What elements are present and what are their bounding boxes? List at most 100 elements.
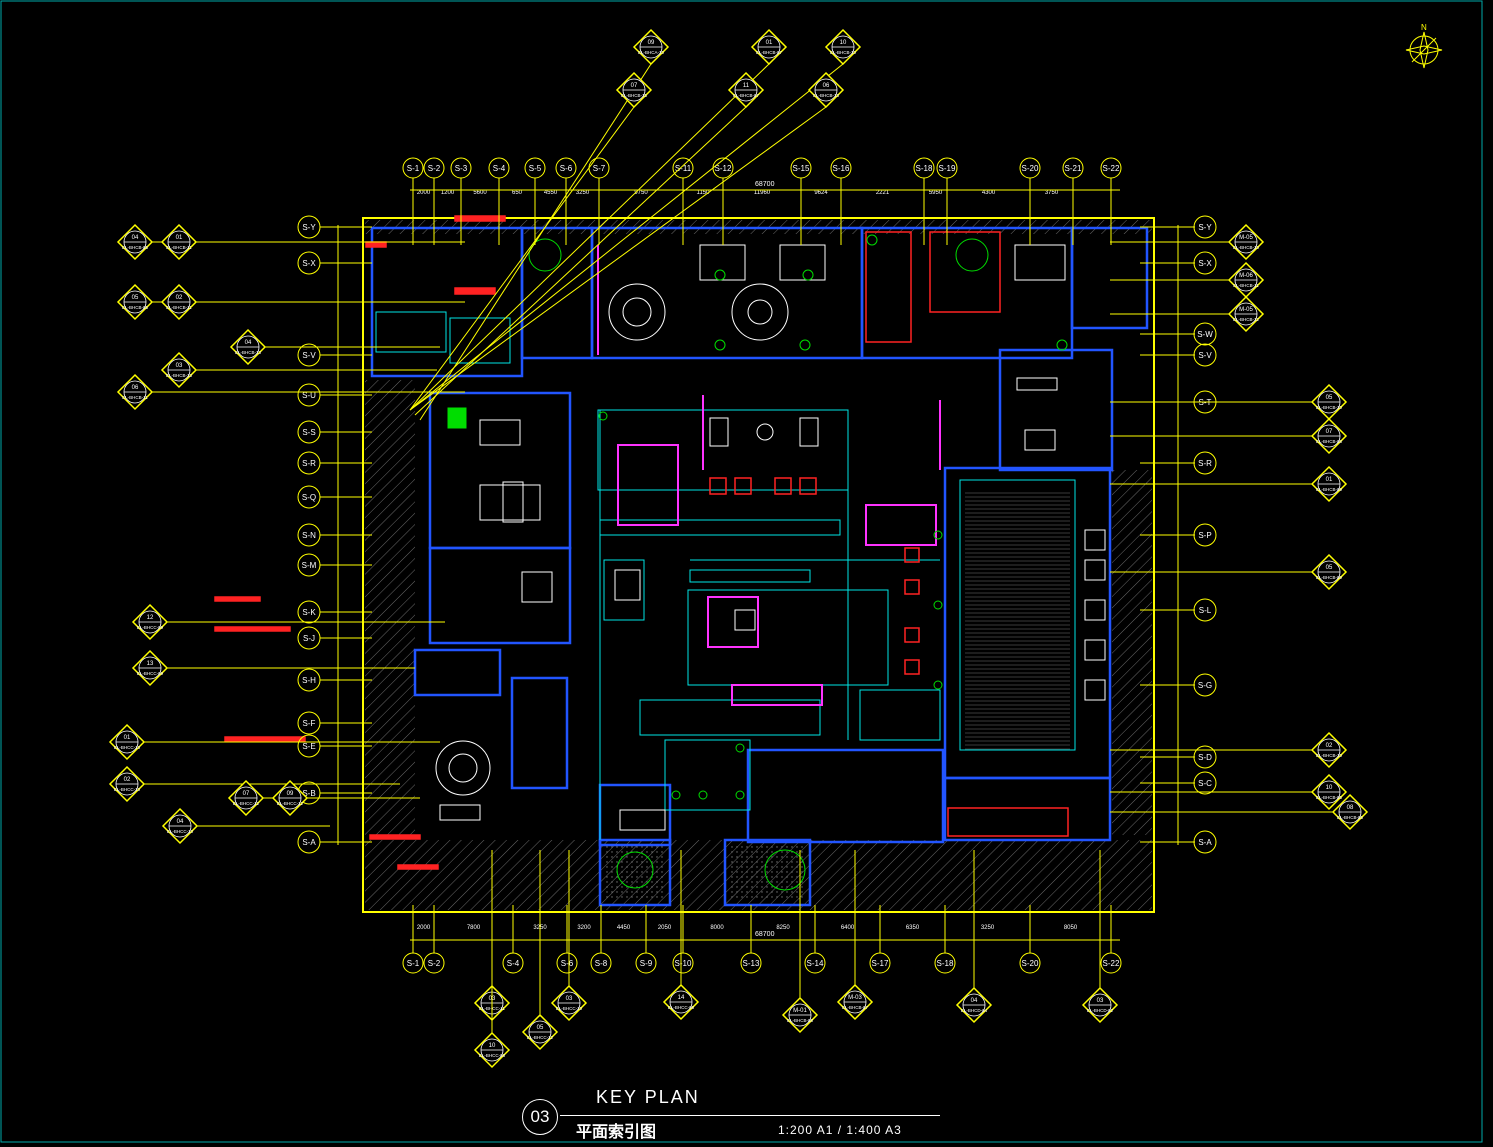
title-chinese: 平面索引图 xyxy=(576,1124,657,1141)
callout-reference: EL-BHCC-10 xyxy=(114,745,141,750)
grid-label-left: S-H xyxy=(302,676,316,685)
callout-reference: EL-BHCC-09 xyxy=(137,625,164,630)
callout-reference: EL-BHCC-12 xyxy=(527,1035,554,1040)
grid-label-left: S-R xyxy=(302,459,316,468)
callout-number: 10 xyxy=(489,1043,496,1049)
overall-dimension-top: 68700 xyxy=(755,181,775,188)
dimension-text-bottom: 8050 xyxy=(1064,925,1078,931)
grid-bubble xyxy=(297,420,321,444)
callout-reference: EL-BHCB-13 xyxy=(813,93,840,98)
grid-label-bottom: S-6 xyxy=(561,959,574,968)
grid-label-top: S-6 xyxy=(560,164,573,173)
dimension-text-bottom: 3250 xyxy=(981,925,995,931)
dimension-text-top: 4550 xyxy=(544,190,558,196)
dimension-text-top: 4300 xyxy=(982,190,996,196)
callout-leader xyxy=(419,63,652,421)
callout-number: 14 xyxy=(678,995,685,1001)
grid-label-right: S-D xyxy=(1198,753,1212,762)
dimension-text-bottom: 4450 xyxy=(617,925,631,931)
callout-reference: EL-BHCC-10 xyxy=(167,829,194,834)
grid-bubble xyxy=(297,343,321,367)
grid-bubble xyxy=(450,157,472,179)
callout-reference: EL-BHCB-10 xyxy=(830,50,857,55)
callout-leader xyxy=(414,106,747,416)
callout-reference: EL-BHCB-05 xyxy=(1337,815,1364,820)
grid-bubble xyxy=(556,952,578,974)
grid-bubble xyxy=(1193,322,1217,346)
callout-number: 09 xyxy=(648,40,655,46)
dimension-lines xyxy=(337,189,1179,941)
callout-number: M-06 xyxy=(1239,273,1253,279)
grid-label-top: S-22 xyxy=(1103,164,1120,173)
grid-label-top: S-2 xyxy=(428,164,441,173)
callout-reference: EL-BHCB-11 xyxy=(1233,283,1259,288)
grid-label-bottom: S-22 xyxy=(1103,959,1120,968)
dimension-text-top: 9624 xyxy=(814,190,828,196)
grid-bubble xyxy=(672,952,694,974)
landscape xyxy=(447,234,1068,891)
callout-number: 04 xyxy=(132,235,139,241)
grid-bubble xyxy=(297,734,321,758)
callout-number: 02 xyxy=(176,295,183,301)
callout-reference: EL-BHCB-08 xyxy=(787,1018,814,1023)
callout-reference: EL-BHCB-07 xyxy=(842,1005,869,1010)
callout-number: 10 xyxy=(1326,785,1333,791)
grid-label-right: S-X xyxy=(1198,259,1212,268)
grid-label-left: S-E xyxy=(302,742,315,751)
callout-number: 03 xyxy=(1097,998,1104,1004)
dimension-text-top: 1200 xyxy=(441,190,455,196)
dimension-text-bottom: 6350 xyxy=(906,925,920,931)
grid-label-top: S-19 xyxy=(939,164,956,173)
perimeter-hatch-left xyxy=(365,380,415,835)
grid-label-right: S-A xyxy=(1198,838,1212,847)
grid-label-left: S-M xyxy=(302,561,317,570)
callout-reference: EL-BHCB-09 xyxy=(1316,575,1343,580)
grid-label-left: S-U xyxy=(302,391,316,400)
grid-bubble xyxy=(297,485,321,509)
callout-reference: EL-BHCB-15 xyxy=(621,93,648,98)
grid-bubble xyxy=(590,952,612,974)
callout-number: M-03 xyxy=(848,995,862,1001)
grid-label-bottom: S-17 xyxy=(872,959,889,968)
grid-label-right: S-P xyxy=(1198,531,1211,540)
callout-number: 04 xyxy=(177,819,184,825)
dimension-text-top: 2000 xyxy=(417,190,431,196)
callout-number: 08 xyxy=(1347,805,1354,811)
grid-bubble xyxy=(488,157,510,179)
grid-bubble xyxy=(804,952,826,974)
grid-bubble xyxy=(913,157,935,179)
callout-number: 04 xyxy=(245,340,252,346)
grid-bubble xyxy=(1019,952,1041,974)
grid-bubble xyxy=(1193,451,1217,475)
grid-label-top: S-18 xyxy=(916,164,933,173)
callout-number: 11 xyxy=(743,83,750,89)
grid-label-top: S-7 xyxy=(593,164,606,173)
callout-reference: EL-BHCB-13 xyxy=(235,350,262,355)
callout-number: 05 xyxy=(1326,395,1333,401)
grid-bubble xyxy=(502,952,524,974)
callout-layer: 09EL-BHCA-1001EL-BHCB-0710EL-BHCB-1007EL… xyxy=(108,28,1369,1069)
dimension-text-top: 5600 xyxy=(473,190,487,196)
grid-bubble xyxy=(740,952,762,974)
grid-label-left: S-A xyxy=(302,838,316,847)
grid-bubble xyxy=(297,626,321,650)
callout-reference: EL-BHCB-08 xyxy=(1316,439,1343,444)
grid-bubble xyxy=(1193,251,1217,275)
grid-bubble xyxy=(869,952,891,974)
